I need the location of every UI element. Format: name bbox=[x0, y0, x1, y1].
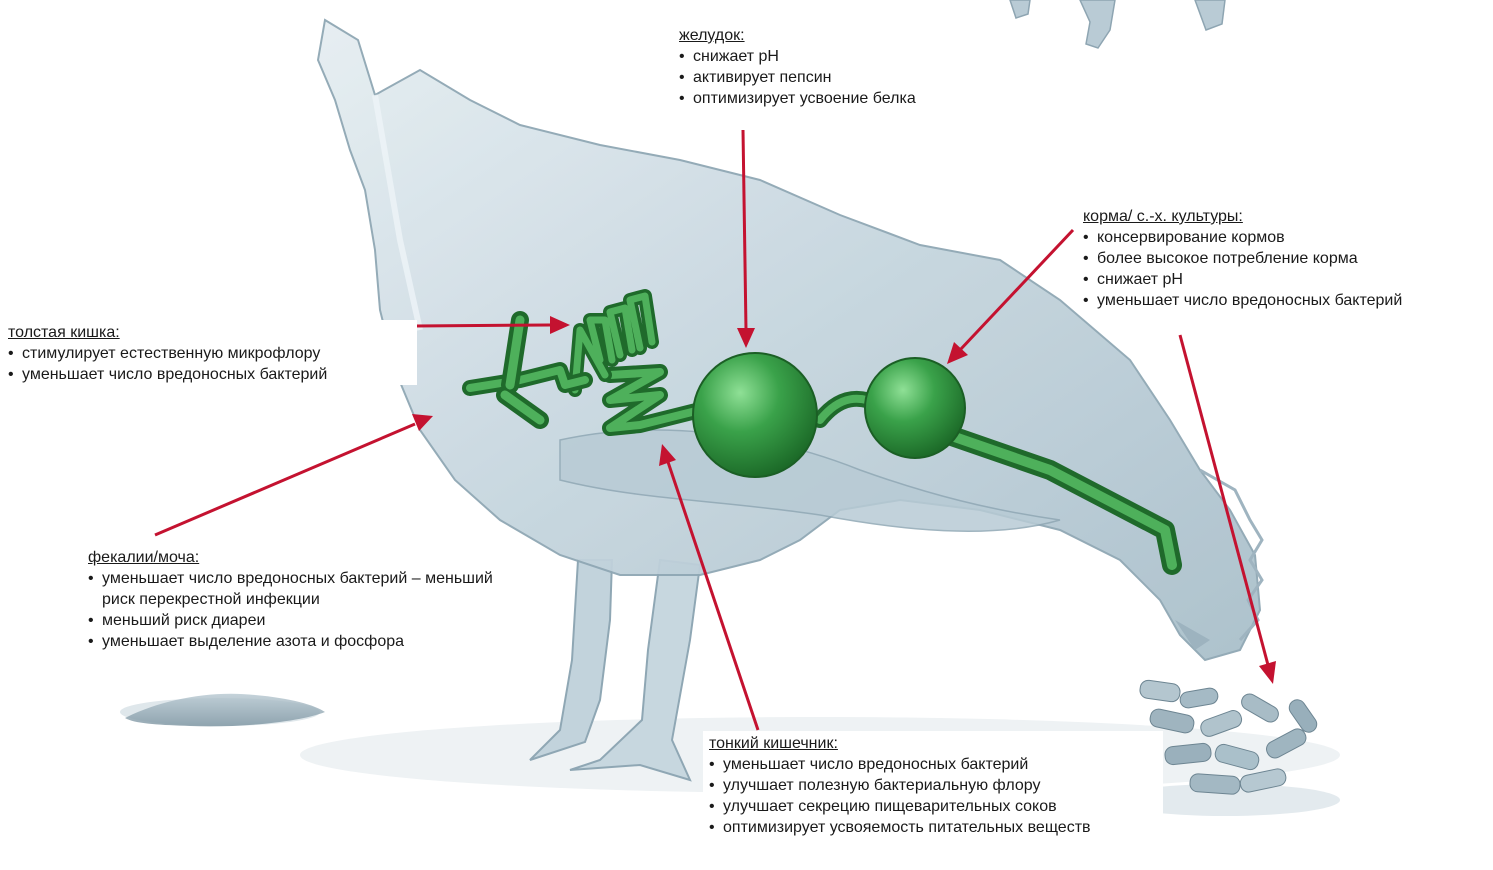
list-item: уменьшает число вредоносных бактерий bbox=[1083, 290, 1493, 311]
list-item: оптимизирует усвояемость питательных вещ… bbox=[709, 817, 1159, 838]
list-item: улучшает секрецию пищеварительных соков bbox=[709, 796, 1159, 817]
list-item: уменьшает выделение азота и фосфора bbox=[88, 631, 493, 652]
list-item: более высокое потребление корма bbox=[1083, 248, 1493, 269]
list-item: уменьшает число вредоносных бактерий – м… bbox=[88, 568, 493, 610]
large-intestine-heading: толстая кишка: bbox=[8, 322, 413, 343]
annotation-feces: фекалии/моча: уменьшает число вредоносны… bbox=[88, 547, 493, 652]
feces-list: уменьшает число вредоносных бактерий – м… bbox=[88, 568, 493, 652]
list-item: оптимизирует усвоение белка bbox=[679, 88, 1009, 109]
list-item: снижает pH bbox=[1083, 269, 1493, 290]
chicken-body bbox=[300, 20, 1340, 793]
list-item: активирует пепсин bbox=[679, 67, 1009, 88]
annotation-feed: корма/ с.-х. культуры: консервирование к… bbox=[1083, 206, 1493, 311]
feed-list: консервирование кормов более высокое пот… bbox=[1083, 227, 1493, 311]
list-item: консервирование кормов bbox=[1083, 227, 1493, 248]
feces-heading: фекалии/моча: bbox=[88, 547, 493, 568]
droppings-pile bbox=[120, 694, 325, 727]
annotation-small-intestine: тонкий кишечник: уменьшает число вредоно… bbox=[703, 731, 1163, 838]
background-legs-fragment bbox=[1010, 0, 1225, 48]
list-item: стимулирует естественную микрофлору bbox=[8, 343, 413, 364]
list-item: меньший риск диареи bbox=[88, 610, 493, 631]
small-intestine-heading: тонкий кишечник: bbox=[709, 733, 1159, 754]
small-intestine-list: уменьшает число вредоносных бактерий улу… bbox=[709, 754, 1159, 838]
list-item: уменьшает число вредоносных бактерий bbox=[8, 364, 413, 385]
list-item: уменьшает число вредоносных бактерий bbox=[709, 754, 1159, 775]
list-item: улучшает полезную бактериальную флору bbox=[709, 775, 1159, 796]
annotation-stomach: желудок: снижает pH активирует пепсин оп… bbox=[679, 25, 1009, 109]
large-intestine-list: стимулирует естественную микрофлору умен… bbox=[8, 343, 413, 385]
list-item: снижает pH bbox=[679, 46, 1009, 67]
stomach-heading: желудок: bbox=[679, 25, 1009, 46]
arrow-feces bbox=[155, 414, 433, 535]
annotation-large-intestine: толстая кишка: стимулирует естественную … bbox=[2, 320, 417, 385]
stomach-list: снижает pH активирует пепсин оптимизируе… bbox=[679, 46, 1009, 109]
feed-heading: корма/ с.-х. культуры: bbox=[1083, 206, 1493, 227]
